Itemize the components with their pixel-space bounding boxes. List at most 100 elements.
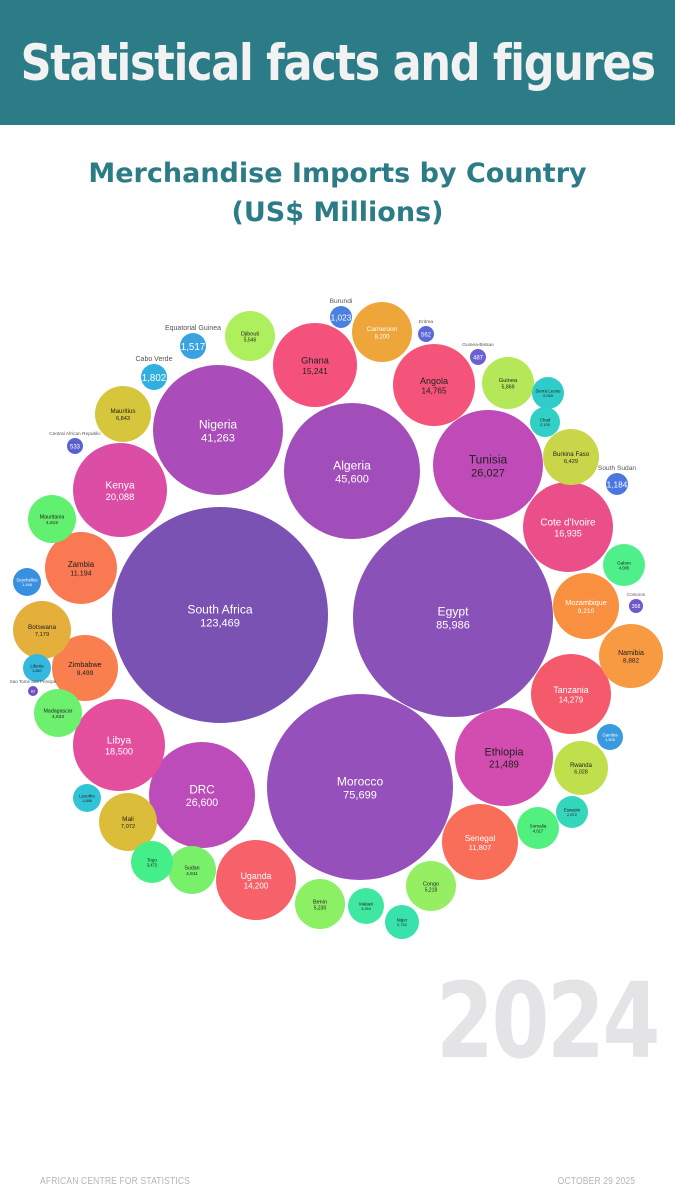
bubble-country-label: Sierra Leone <box>535 388 561 393</box>
bubble-circle <box>180 333 206 359</box>
bubble-circle <box>52 635 118 701</box>
bubble-circle <box>442 804 518 880</box>
bubble-circle <box>482 357 534 409</box>
bubble-value-label: 14,279 <box>559 695 584 704</box>
bubble-circle <box>28 686 38 696</box>
bubble-value-label: 5,218 <box>425 887 438 893</box>
bubble-value-label: 14,765 <box>421 387 446 396</box>
bubble-country-label: Cameroon <box>367 326 398 333</box>
bubble-circle <box>330 306 352 328</box>
bubble-value-label: 2,049 <box>543 393 554 398</box>
bubble-country-label: Libya <box>107 736 132 747</box>
bubble-circle <box>517 807 559 849</box>
bubble-country-label: Cabo Verde <box>136 356 173 363</box>
bubble-country-label: Sudan <box>184 865 199 871</box>
bubble-country-label: Niger <box>397 917 408 922</box>
bubble-value-label: 4,017 <box>533 828 544 833</box>
bubble-circle <box>348 888 384 924</box>
bubble-circle <box>433 410 543 520</box>
bubble-circle <box>273 323 357 407</box>
bubble-value-label: 45,600 <box>335 474 369 486</box>
bubble-circle <box>267 694 453 880</box>
bubble-country-label: South Africa <box>187 602 252 616</box>
bubble-value-label: 11,807 <box>469 843 492 852</box>
bubble-circle <box>530 407 560 437</box>
bubble-country-label: Lesotho <box>79 793 95 798</box>
bubble-value-label: 21,489 <box>489 759 519 770</box>
bubble-value-label: 20,088 <box>106 491 135 502</box>
bubble-value-label: 26,600 <box>186 797 219 809</box>
bubble-value-label: 5,230 <box>314 905 327 911</box>
bubble-value-label: 7,179 <box>35 632 50 638</box>
bubble-country-label: Egypt <box>438 604 470 618</box>
bubble-circle <box>393 344 475 426</box>
bubble-circle <box>153 365 283 495</box>
bubble-country-label: Burkina Faso <box>553 451 590 458</box>
bubble-value-label: 26,027 <box>471 468 505 480</box>
bubble-value-label: 8,200 <box>374 334 390 340</box>
bubble-value-label: 8,882 <box>623 658 639 665</box>
chart-title: Merchandise Imports by Country <box>88 158 587 189</box>
bubble-circle <box>73 699 165 791</box>
year-watermark: 2024 <box>436 960 660 1082</box>
footer-organization: AFRICAN CENTRE FOR STATISTICS <box>40 1176 191 1187</box>
bubble-circle <box>606 473 628 495</box>
bubble-value-label: 3,472 <box>147 862 158 867</box>
bubble-value-label: 358 <box>632 604 641 610</box>
bubble-country-label: Chad <box>540 417 551 422</box>
bubble-circle <box>67 438 83 454</box>
bubble-circle <box>99 793 157 851</box>
bubble-circle <box>23 654 51 682</box>
bubble-value-label: 4,911 <box>186 871 198 877</box>
bubble-country-label: Rwanda <box>570 763 592 769</box>
bubble-circle <box>225 311 275 361</box>
bubble-value-label: 6,843 <box>116 416 130 422</box>
bubble-value-label: 533 <box>70 444 81 450</box>
bubble-country-label: Zambia <box>68 560 95 569</box>
bubble-value-label: 1,802 <box>142 373 166 384</box>
bubble-circle <box>95 386 151 442</box>
bubble-value-label: 9,210 <box>578 608 595 615</box>
bubble-country-label: Guinea-Bissau <box>462 342 494 348</box>
bubble-circle <box>553 573 619 639</box>
bubble-country-label: DRC <box>189 783 214 796</box>
bubble-country-label: Eritrea <box>419 319 433 325</box>
bubble-country-label: Botswana <box>28 624 56 631</box>
bubble-circle <box>73 784 101 812</box>
bubble-country-label: Uganda <box>241 871 272 881</box>
bubble-value-label: 5,869 <box>502 384 515 390</box>
bubble-country-label: Ghana <box>301 356 330 366</box>
bubble-value-label: 2,742 <box>397 922 408 927</box>
bubble-country-label: Mauritius <box>111 408 136 415</box>
bubble-circle <box>131 841 173 883</box>
bubble-country-label: Equatorial Guinea <box>165 325 221 332</box>
bubble-circle <box>385 905 419 939</box>
bubble-value-label: 1,023 <box>331 313 352 322</box>
bubble-value-label: 1,184 <box>607 480 628 489</box>
bubble-cabo-verde: Cabo Verde 1,802 <box>136 356 173 390</box>
bubble-value-label: 75,699 <box>343 790 377 802</box>
bubble-country-label: Mozambique <box>565 598 607 607</box>
